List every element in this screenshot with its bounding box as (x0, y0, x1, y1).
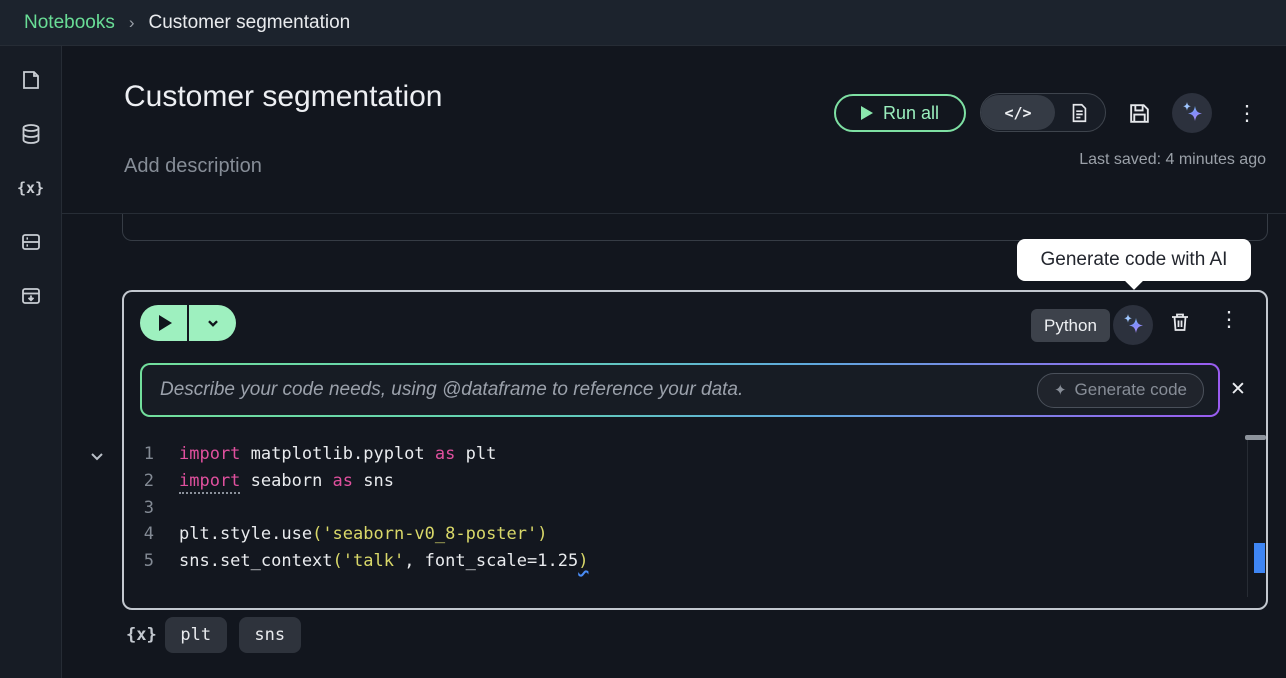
view-toggle: </> (980, 93, 1106, 132)
overview-ruler-marker (1254, 543, 1265, 573)
breadcrumb-current: Customer segmentation (148, 11, 351, 33)
header-more-menu[interactable]: ⋮ (1236, 101, 1258, 125)
ai-assistant-button[interactable] (1172, 93, 1212, 133)
play-icon (860, 106, 873, 120)
code-line[interactable]: 5 sns.set_context('talk', font_scale=1.25… (128, 548, 1238, 575)
trash-icon (1172, 313, 1188, 331)
run-cell-button[interactable] (140, 305, 187, 341)
sparkle-icon: ✦ (1053, 382, 1067, 399)
ai-sparkle-icon (1124, 314, 1143, 333)
code-view-toggle[interactable]: </> (981, 95, 1055, 130)
code-line[interactable]: 1 import matplotlib.pyplot as plt (128, 441, 1238, 468)
variables-icon[interactable]: {x} (16, 176, 45, 200)
ai-prompt-input[interactable]: Describe your code needs, using @datafra… (142, 365, 1218, 415)
line-number: 2 (143, 471, 154, 492)
variables-glyph: {x} (16, 179, 45, 197)
scrollbar-thumb[interactable] (1245, 435, 1266, 440)
code-line[interactable]: 3 (128, 494, 1238, 521)
run-all-button[interactable]: Run all (834, 94, 966, 132)
layout-rows-icon[interactable] (19, 230, 43, 254)
breadcrumb-separator-icon: › (128, 12, 135, 32)
document-icon (1072, 103, 1087, 122)
breadcrumb-notebooks-link[interactable]: Notebooks (24, 11, 115, 33)
breadcrumb: Notebooks › Customer segmentation (0, 0, 1286, 46)
code-cell[interactable] (122, 290, 1268, 610)
sidebar: {x} (0, 46, 62, 678)
last-saved-status: Last saved: 4 minutes ago (1079, 151, 1266, 168)
variable-chip-sns[interactable]: sns (238, 617, 301, 653)
ai-sparkle-icon (1183, 102, 1202, 121)
files-icon[interactable] (19, 68, 43, 92)
code-text: import seaborn as sns (179, 471, 394, 495)
run-options-dropdown[interactable] (189, 305, 236, 341)
code-text: import matplotlib.pyplot as plt (179, 444, 497, 465)
collapse-cell-chevron-icon[interactable] (87, 446, 107, 466)
delete-cell-button[interactable] (1168, 310, 1192, 334)
code-icon: </> (1004, 103, 1032, 122)
line-number: 1 (143, 444, 154, 465)
save-icon (1129, 103, 1149, 123)
database-icon[interactable] (19, 122, 43, 146)
description-placeholder[interactable]: Add description (124, 155, 262, 177)
save-button[interactable] (1126, 100, 1152, 126)
ai-tooltip: Generate code with AI (1017, 239, 1251, 290)
code-editor[interactable]: 1 import matplotlib.pyplot as plt 2 import … (128, 441, 1238, 574)
close-ai-prompt-button[interactable]: ✕ (1230, 378, 1246, 400)
chevron-down-icon (207, 320, 218, 327)
line-number: 3 (143, 497, 154, 518)
header-divider (62, 213, 1286, 214)
generate-code-ai-button[interactable] (1113, 305, 1153, 345)
line-number: 5 (143, 551, 154, 572)
language-badge[interactable]: Python (1031, 309, 1110, 342)
scrollbar-track (1247, 437, 1248, 597)
notebook-title[interactable]: Customer segmentation (124, 80, 443, 113)
play-icon (158, 315, 172, 331)
tooltip-caret (1124, 270, 1144, 290)
previous-cell-partial[interactable] (122, 214, 1268, 241)
line-number: 4 (143, 524, 154, 545)
code-text: plt.style.use('seaborn-v0_8-poster') (179, 524, 548, 545)
generate-code-label: Generate code (1074, 380, 1187, 399)
package-import-icon[interactable] (19, 284, 43, 308)
code-line[interactable]: 4 plt.style.use('seaborn-v0_8-poster') (128, 521, 1238, 548)
ai-tooltip-text: Generate code with AI (1040, 249, 1228, 270)
variables-label: {x} (126, 625, 157, 645)
variable-chip-plt[interactable]: plt (164, 617, 227, 653)
run-cell-split-button (140, 305, 236, 341)
generate-code-button[interactable]: ✦ Generate code (1036, 372, 1204, 408)
cell-more-menu[interactable]: ⋮ (1218, 307, 1240, 331)
code-line[interactable]: 2 import seaborn as sns (128, 468, 1238, 495)
document-view-toggle[interactable] (1055, 95, 1103, 130)
code-text: sns.set_context('talk', font_scale=1.25) (179, 551, 589, 572)
ai-prompt-placeholder: Describe your code needs, using @datafra… (160, 379, 744, 400)
ai-prompt-container: Describe your code needs, using @datafra… (140, 363, 1220, 417)
run-all-label: Run all (882, 102, 940, 123)
